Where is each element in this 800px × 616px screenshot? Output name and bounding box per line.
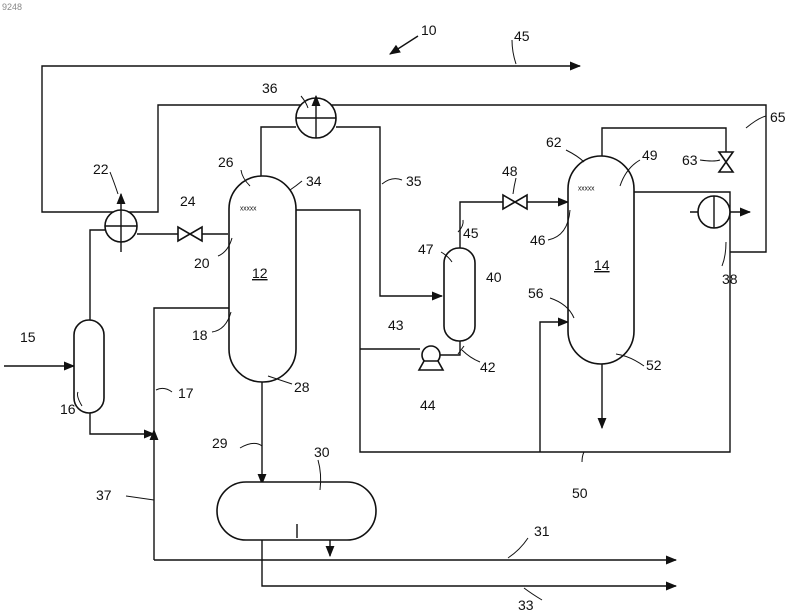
label-34: 34 bbox=[306, 173, 322, 189]
label-63: 63 bbox=[682, 152, 698, 168]
label-10: 10 bbox=[421, 22, 437, 38]
label-37: 37 bbox=[96, 487, 112, 503]
line-62 bbox=[602, 128, 726, 156]
label-16: 16 bbox=[60, 401, 76, 417]
line-16-overhead bbox=[90, 230, 105, 320]
label-46: 46 bbox=[530, 232, 546, 248]
leader-lines bbox=[78, 40, 767, 600]
reference-labels: 10 45 65 36 22 24 26 34 35 48 62 49 63 2… bbox=[20, 22, 786, 613]
line-45-top bbox=[42, 66, 580, 212]
line-34-overhead bbox=[261, 127, 296, 176]
label-49: 49 bbox=[642, 147, 658, 163]
column-14-trays: ˣˣˣˣˣ bbox=[578, 185, 595, 196]
label-40: 40 bbox=[486, 269, 502, 285]
label-56: 56 bbox=[528, 285, 544, 301]
corner-id: 9248 bbox=[2, 2, 22, 12]
line-33 bbox=[262, 540, 676, 586]
line-35 bbox=[336, 127, 442, 296]
label-28: 28 bbox=[294, 379, 310, 395]
label-15: 15 bbox=[20, 329, 36, 345]
label-20: 20 bbox=[194, 255, 210, 271]
label-26: 26 bbox=[218, 154, 234, 170]
label-17: 17 bbox=[178, 385, 194, 401]
exchanger-36 bbox=[296, 96, 336, 138]
line-42-pump bbox=[440, 340, 460, 355]
arrow-10 bbox=[390, 36, 418, 54]
line-56 bbox=[540, 322, 568, 452]
label-43: 43 bbox=[388, 317, 404, 333]
label-52: 52 bbox=[646, 357, 662, 373]
label-45-mid: 45 bbox=[463, 225, 479, 241]
label-22: 22 bbox=[93, 161, 109, 177]
reflux-12 bbox=[296, 210, 360, 310]
label-12: 12 bbox=[252, 265, 268, 281]
valve-48 bbox=[503, 195, 527, 209]
label-47: 47 bbox=[418, 241, 434, 257]
exchanger-22 bbox=[105, 194, 137, 252]
label-31: 31 bbox=[534, 523, 550, 539]
column-12-trays: ˣˣˣˣˣ bbox=[240, 205, 257, 216]
label-42: 42 bbox=[480, 359, 496, 375]
label-45-top: 45 bbox=[514, 28, 530, 44]
label-48: 48 bbox=[502, 163, 518, 179]
line-16-bottom bbox=[90, 412, 154, 434]
label-44: 44 bbox=[420, 397, 436, 413]
label-14: 14 bbox=[594, 257, 610, 273]
label-29: 29 bbox=[212, 435, 228, 451]
label-30: 30 bbox=[314, 444, 330, 460]
label-18: 18 bbox=[192, 327, 208, 343]
exchanger-38 bbox=[698, 196, 730, 228]
drum-40 bbox=[444, 248, 475, 341]
valve-24 bbox=[178, 227, 202, 241]
pump-44 bbox=[419, 346, 443, 370]
label-38: 38 bbox=[722, 271, 738, 287]
valve-63 bbox=[719, 152, 733, 172]
label-62: 62 bbox=[546, 134, 562, 150]
label-65: 65 bbox=[770, 109, 786, 125]
line-65 bbox=[120, 105, 766, 252]
piping bbox=[4, 36, 766, 586]
label-50: 50 bbox=[572, 485, 588, 501]
label-36: 36 bbox=[262, 80, 278, 96]
label-33: 33 bbox=[518, 597, 534, 613]
label-24: 24 bbox=[180, 193, 196, 209]
label-35: 35 bbox=[406, 173, 422, 189]
